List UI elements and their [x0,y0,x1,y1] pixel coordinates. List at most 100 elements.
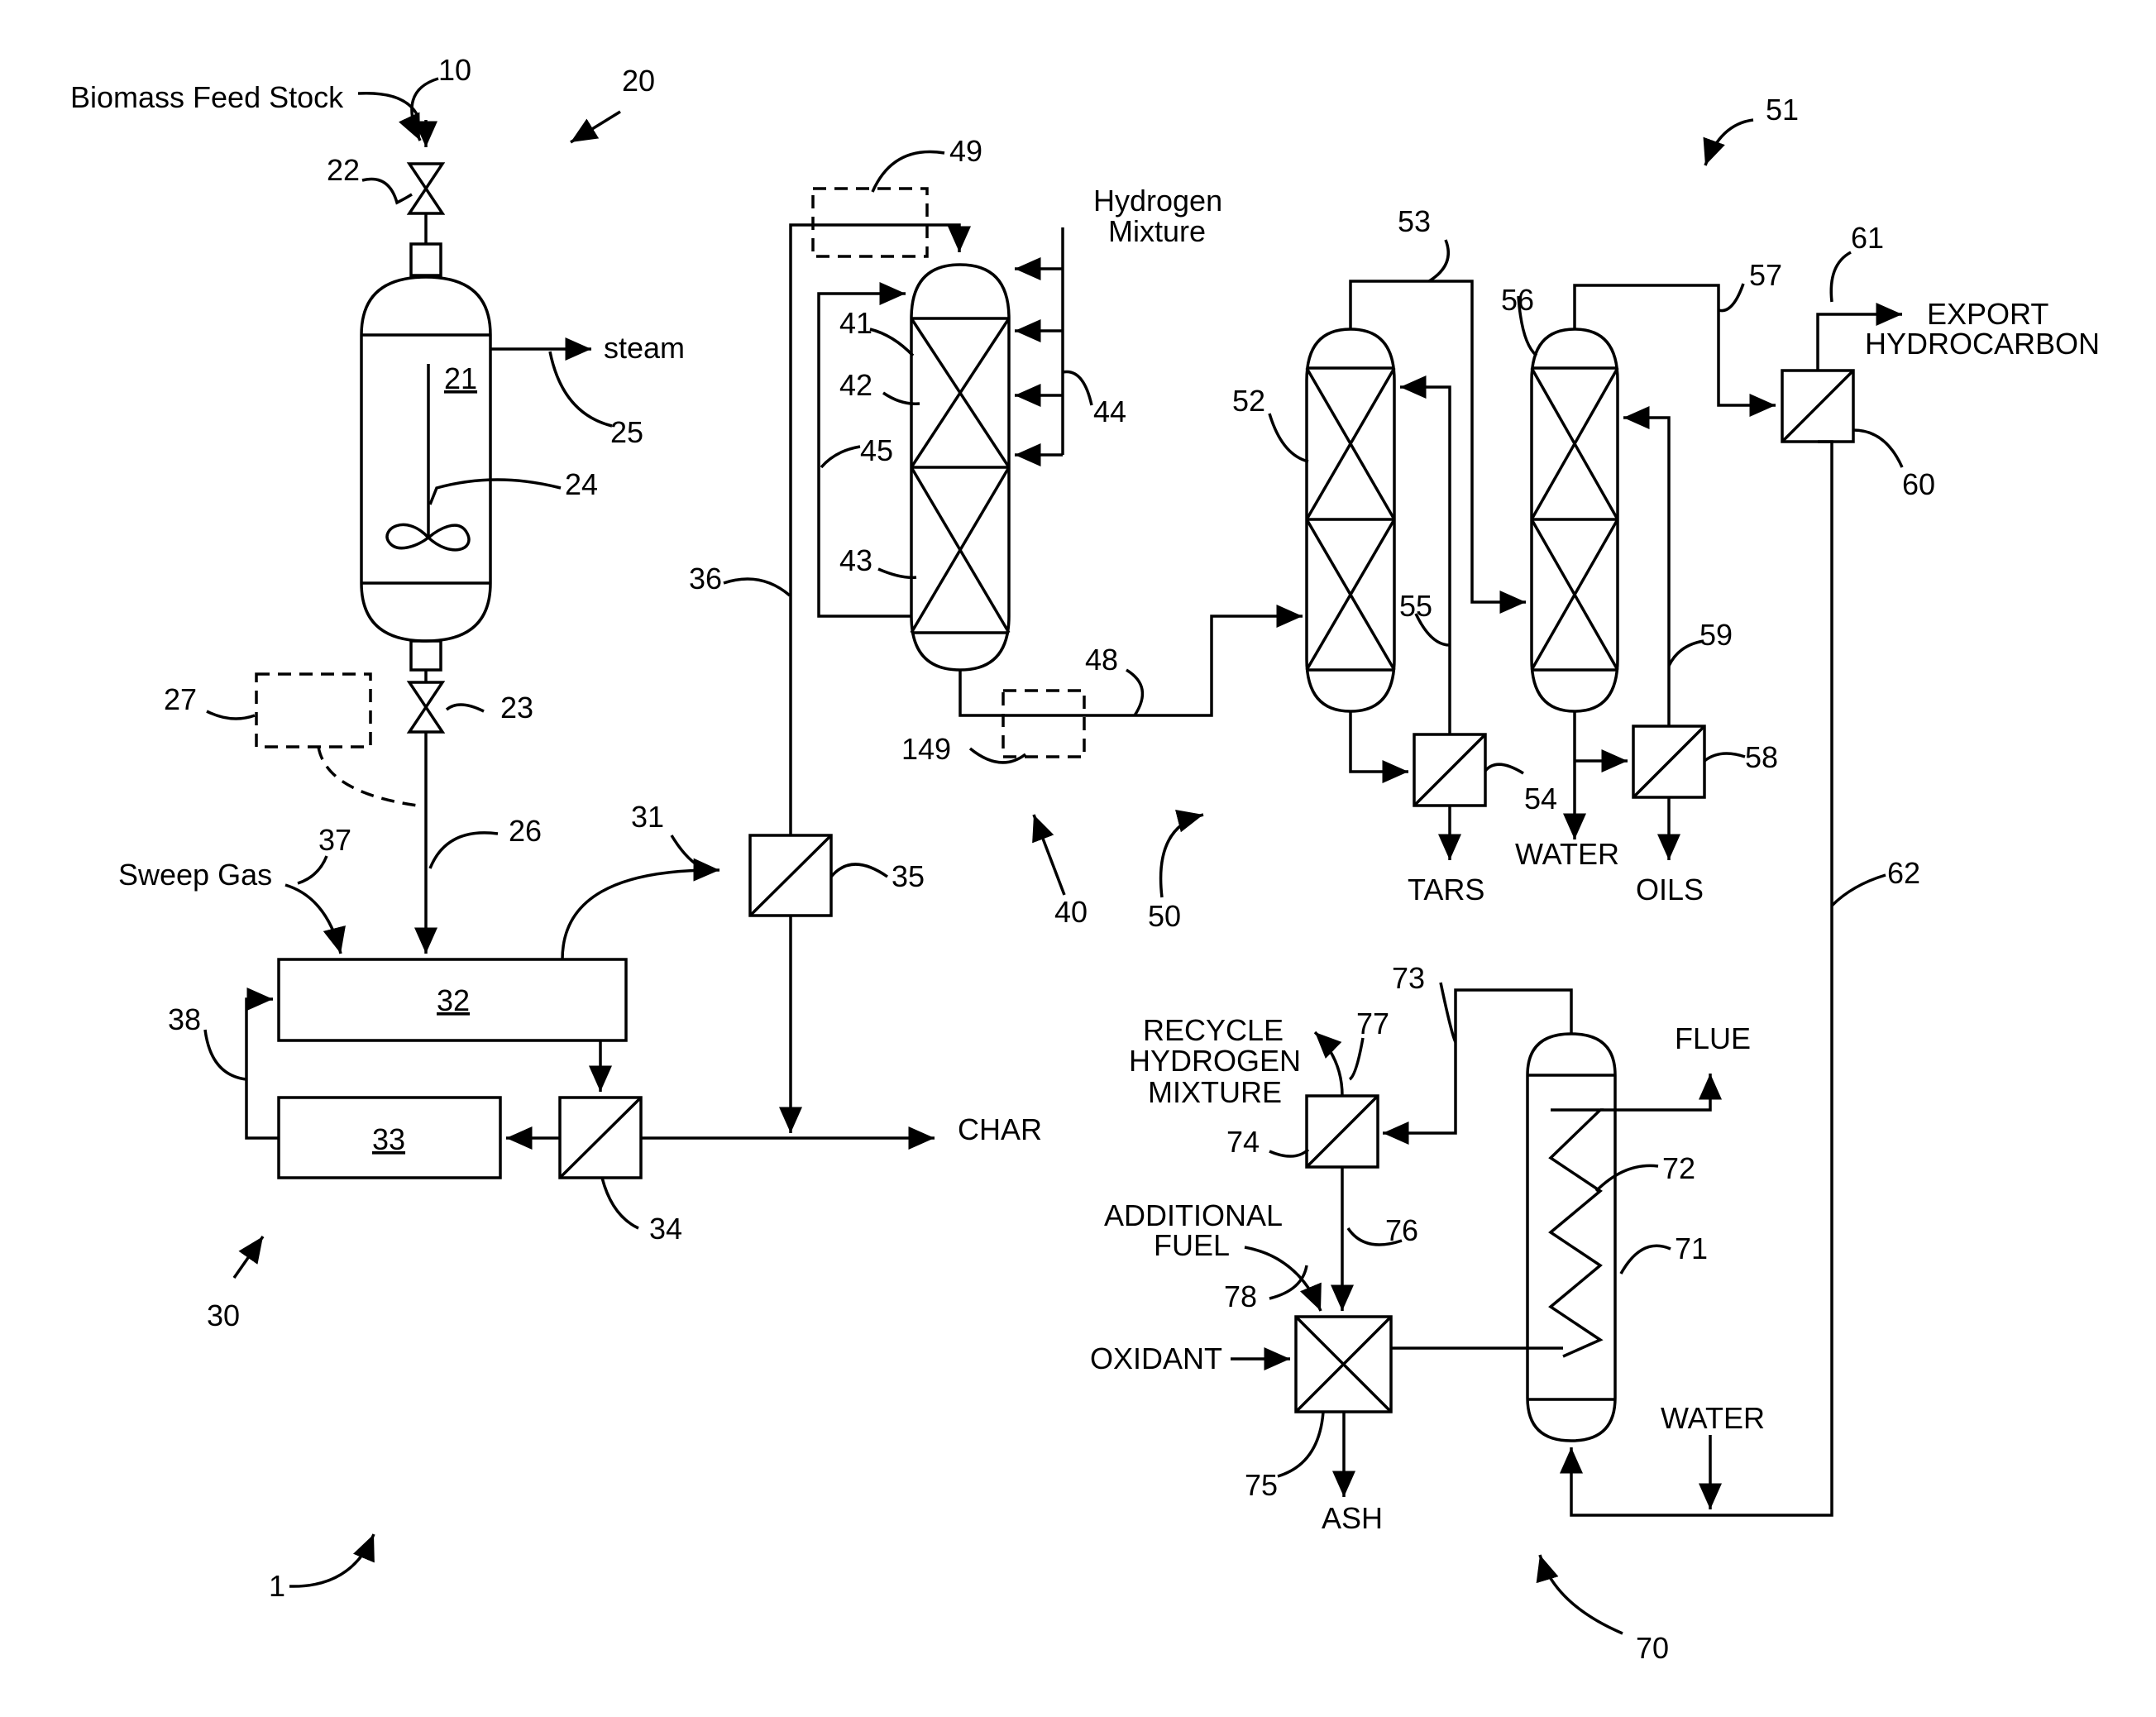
ref-72: 72 [1662,1151,1695,1185]
separator-58-diag [1633,726,1704,797]
leader-54 [1485,764,1523,773]
ref-40: 40 [1054,895,1088,929]
line-73 [1383,990,1571,1133]
ref-73: 73 [1392,961,1425,995]
ref-60: 60 [1902,467,1935,501]
ref-27: 27 [164,682,197,716]
label-ash: ASH [1322,1501,1383,1535]
recycle-line-77 [1315,1032,1342,1096]
line-55 [1400,387,1450,734]
leader-78 [1269,1265,1307,1299]
leader-60 [1853,430,1902,467]
ref-30: 30 [207,1299,240,1332]
label-additional-1: ADDITIONAL [1104,1198,1283,1232]
leader-59 [1669,641,1704,666]
ref-23: 23 [500,691,533,725]
ref-45: 45 [860,433,893,467]
ref-arrow-50 [1161,815,1203,897]
coil-72 [1551,1110,1600,1356]
leader-57 [1719,284,1743,311]
leader-74 [1269,1150,1308,1156]
line-57 [1575,285,1776,405]
label-steam: steam [604,331,685,365]
ref-10: 10 [438,53,471,87]
leader-38 [205,1030,246,1079]
valve-23-lower [409,707,442,732]
leader-77 [1350,1038,1363,1079]
leader-31 [672,835,703,868]
ref-76: 76 [1385,1213,1418,1247]
leader-45 [821,447,860,467]
leader-52 [1269,414,1308,462]
label-oils: OILS [1636,873,1704,906]
ref-33: 33 [372,1122,405,1156]
label-hydrogen-mixture-1: Hydrogen [1093,184,1222,218]
label-water-2: WATER [1661,1401,1765,1435]
optional-line-27 [318,747,423,806]
ref-78: 78 [1224,1279,1257,1313]
ref-77: 77 [1356,1007,1389,1040]
valve-22-lower [409,189,442,213]
leader-23 [447,705,484,711]
ref-42: 42 [839,368,872,402]
ref-70: 70 [1636,1631,1669,1665]
ref-24: 24 [565,467,598,501]
label-sweep-gas: Sweep Gas [118,858,272,892]
label-export-2: HYDROCARBON [1865,327,2100,361]
ref-44: 44 [1093,395,1126,428]
ref-56: 56 [1501,283,1534,317]
optional-unit-49 [813,189,927,256]
reference-arrows [205,79,1902,1633]
label-hydrogen-mixture-2: Mixture [1108,214,1206,248]
leader-35 [831,864,887,877]
line-31 [562,870,719,959]
leader-72 [1596,1165,1658,1191]
leader-61 [1831,252,1851,302]
leader-36 [724,579,790,595]
ref-55: 55 [1399,589,1432,623]
ref-35: 35 [892,859,925,893]
ref-32: 32 [437,983,470,1017]
label-additional-2: FUEL [1154,1228,1230,1262]
separator-60-diag [1782,371,1853,442]
ref-74: 74 [1226,1125,1260,1159]
flue-line [1600,1074,1710,1110]
separator-54-diag [1414,734,1485,806]
ref-25: 25 [610,415,643,449]
leader-25 [550,352,612,426]
ref-arrow-20 [571,112,620,142]
ref-62: 62 [1887,856,1920,890]
label-export-1: EXPORT [1927,297,2048,331]
valve-23 [409,682,442,707]
ref-52: 52 [1232,384,1265,418]
ref-22: 22 [327,153,360,187]
separator-74-diag [1307,1096,1378,1167]
ref-149: 149 [901,732,951,766]
hydro-section [819,227,1303,757]
upgrading-section [1307,281,1902,1515]
label-recycle-2: HYDROGEN [1129,1044,1301,1078]
ref-71: 71 [1675,1232,1708,1265]
ref-1: 1 [269,1569,285,1603]
ref-61: 61 [1851,221,1884,255]
line-48 [960,616,1303,715]
ref-57: 57 [1749,258,1782,292]
label-flue: FLUE [1675,1021,1751,1055]
label-tars: TARS [1408,873,1484,906]
label-water-1: WATER [1515,837,1619,871]
leader-24 [430,480,561,505]
label-recycle-3: MIXTURE [1148,1075,1282,1109]
line-59 [1623,418,1669,726]
vessel-21-top-nozzle [411,244,441,275]
line-52-to-54 [1350,711,1408,772]
ref-38: 38 [168,1002,201,1036]
optional-unit-149 [1003,691,1084,757]
leader-71 [1621,1246,1671,1274]
ref-34: 34 [649,1212,682,1246]
leader-149 [970,748,1025,763]
ref-59: 59 [1699,618,1733,652]
ref-31: 31 [631,800,664,834]
label-oxidant: OXIDANT [1090,1342,1222,1375]
ref-53: 53 [1398,204,1431,238]
